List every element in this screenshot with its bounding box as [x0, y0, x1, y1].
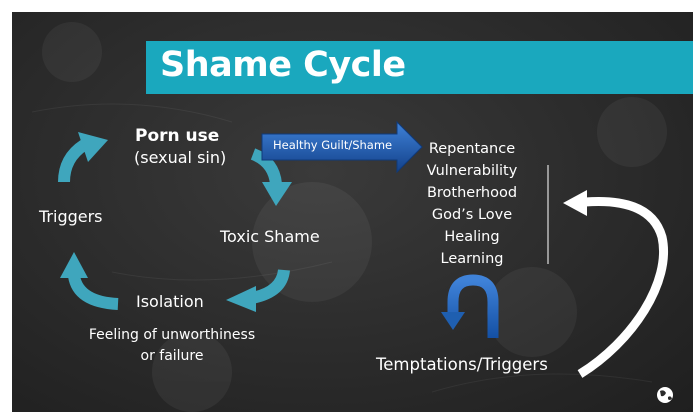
- diagram-arrows: [58, 120, 673, 403]
- cycle-arrow-icon: [58, 132, 108, 183]
- recovery-item-healing: Healing: [444, 229, 500, 245]
- cycle-arrow-icon: [250, 148, 292, 206]
- triggers-label: Triggers: [39, 207, 103, 226]
- recovery-list: Repentance Vulnerability Brotherhood God…: [398, 138, 546, 270]
- toxic-shame-label: Toxic Shame: [220, 227, 320, 246]
- slide: Shame Cycle: [12, 12, 693, 412]
- recovery-item-repentance: Repentance: [428, 141, 516, 157]
- globe-icon: [657, 387, 673, 403]
- u-turn-arrow-icon: [441, 274, 499, 338]
- recovery-item-brotherhood: Brotherhood: [426, 185, 518, 201]
- sexual-sin-label: (sexual sin): [134, 148, 227, 167]
- unworthiness-line-2: or failure: [140, 348, 204, 364]
- cycle-arrow-icon: [60, 252, 119, 310]
- healthy-guilt-label: Healthy Guilt/Shame: [273, 138, 393, 152]
- recovery-item-gods-love: God’s Love: [431, 207, 513, 223]
- chalkboard-texture: [31, 22, 667, 412]
- cycle-arrow-icon: [226, 268, 290, 312]
- porn-use-label: Porn use: [135, 126, 220, 146]
- healthy-guilt-arrow: [261, 120, 423, 174]
- return-arrow-icon: [563, 190, 668, 378]
- recovery-item-learning: Learning: [440, 251, 504, 267]
- recovery-item-vulnerability: Vulnerability: [426, 163, 518, 179]
- unworthiness-line-1: Feeling of unworthiness: [88, 327, 256, 343]
- slide-title: Shame Cycle: [160, 45, 406, 85]
- title-bar: Shame Cycle: [146, 41, 693, 94]
- unworthiness-caption: Feeling of unworthiness or failure: [62, 325, 282, 367]
- temptations-triggers-label: Temptations/Triggers: [376, 355, 548, 374]
- isolation-label: Isolation: [136, 292, 204, 311]
